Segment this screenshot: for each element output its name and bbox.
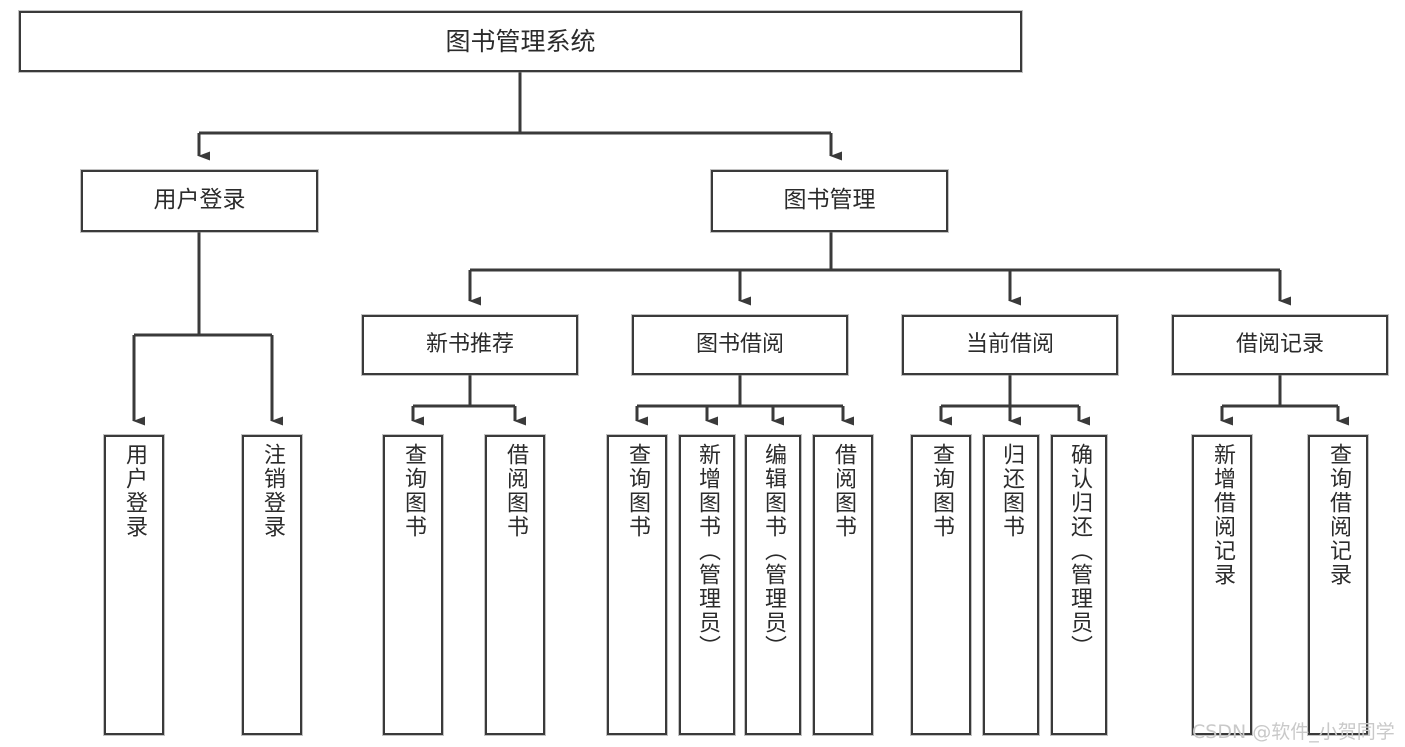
leaf-borrow-borrow-book[interactable]: 借阅图书 bbox=[813, 435, 873, 735]
leaf-user-login-logout[interactable]: 注销登录 bbox=[242, 435, 302, 735]
leaf-borrow-edit-book-admin[interactable]: 编辑图书（管理员） bbox=[745, 435, 801, 735]
leaf-user-login-login[interactable]: 用户登录 bbox=[104, 435, 164, 735]
node-label: 新增借阅记录 bbox=[1209, 443, 1235, 587]
node-label: 当前借阅 bbox=[965, 332, 1054, 358]
node-label: 查询图书 bbox=[400, 443, 426, 539]
csdn-watermark: CSDN @软件_小贺同学 bbox=[1192, 721, 1395, 743]
leaf-record-query-record[interactable]: 查询借阅记录 bbox=[1308, 435, 1368, 735]
leaf-current-confirm-return-admin[interactable]: 确认归还（管理员） bbox=[1051, 435, 1107, 735]
node-label: 查询图书 bbox=[624, 443, 650, 539]
node-label: 用户登录 bbox=[121, 443, 147, 539]
node-label: 图书借阅 bbox=[695, 332, 784, 358]
node-user-login[interactable]: 用户登录 bbox=[81, 170, 318, 232]
node-label: 查询借阅记录 bbox=[1325, 443, 1351, 587]
node-root-system[interactable]: 图书管理系统 bbox=[19, 11, 1022, 72]
node-label: 借阅图书 bbox=[830, 443, 856, 539]
node-label: 确认归还（管理员） bbox=[1066, 443, 1092, 659]
leaf-borrow-add-book-admin[interactable]: 新增图书（管理员） bbox=[679, 435, 735, 735]
leaf-current-query-book[interactable]: 查询图书 bbox=[911, 435, 971, 735]
leaf-current-return-book[interactable]: 归还图书 bbox=[983, 435, 1039, 735]
node-current-borrow[interactable]: 当前借阅 bbox=[902, 315, 1118, 375]
node-label: 图书管理系统 bbox=[445, 26, 596, 56]
node-label: 图书管理 bbox=[783, 187, 876, 214]
leaf-recommend-query-book[interactable]: 查询图书 bbox=[383, 435, 443, 735]
node-book-borrow[interactable]: 图书借阅 bbox=[632, 315, 848, 375]
node-book-management[interactable]: 图书管理 bbox=[711, 170, 948, 232]
leaf-record-add-record[interactable]: 新增借阅记录 bbox=[1192, 435, 1252, 735]
node-label: 新书推荐 bbox=[425, 332, 514, 358]
node-label: 归还图书 bbox=[998, 443, 1024, 539]
node-label: 借阅图书 bbox=[502, 443, 528, 539]
node-label: 新增图书（管理员） bbox=[694, 443, 720, 659]
node-label: 借阅记录 bbox=[1235, 332, 1324, 358]
node-label: 编辑图书（管理员） bbox=[760, 443, 786, 659]
node-label: 查询图书 bbox=[928, 443, 954, 539]
node-label: 用户登录 bbox=[153, 187, 246, 214]
leaf-recommend-borrow-book[interactable]: 借阅图书 bbox=[485, 435, 545, 735]
node-new-book-recommend[interactable]: 新书推荐 bbox=[362, 315, 578, 375]
leaf-borrow-query-book[interactable]: 查询图书 bbox=[607, 435, 667, 735]
node-label: 注销登录 bbox=[259, 443, 285, 539]
node-borrow-record[interactable]: 借阅记录 bbox=[1172, 315, 1388, 375]
